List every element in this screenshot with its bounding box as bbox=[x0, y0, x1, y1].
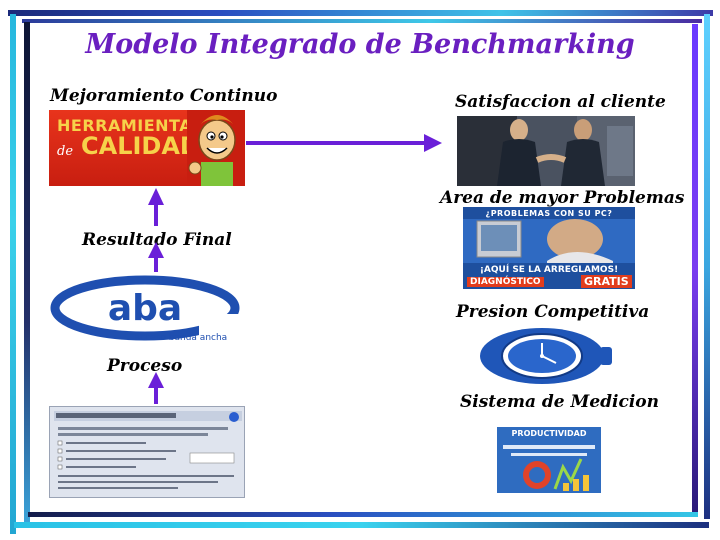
frame-bar-right-inner bbox=[692, 24, 698, 514]
problemas-diag-text: DIAGNÓSTICO bbox=[467, 277, 544, 287]
frame-bar-top-outer bbox=[8, 10, 713, 16]
herramientas-text: HERRAMIENTAS bbox=[57, 116, 205, 135]
handshake-icon bbox=[457, 116, 635, 186]
arrow-resultado-to-mejoramiento bbox=[148, 188, 164, 226]
herramientas-de-text: de bbox=[57, 144, 74, 159]
watch-icon bbox=[480, 328, 612, 384]
label-sistema-medicion: Sistema de Medicion bbox=[460, 392, 660, 412]
frame-bar-right-outer bbox=[704, 14, 710, 519]
aba-logo-text: aba bbox=[108, 288, 182, 329]
aba-tagline: acceso banda ancha bbox=[135, 333, 227, 343]
label-mejoramiento-continuo: Mejoramiento Continuo bbox=[50, 86, 278, 106]
book-graphic-icon bbox=[503, 445, 595, 491]
slide-title: Modelo Integrado de Benchmarking bbox=[85, 29, 635, 60]
label-satisfaccion-cliente: Satisfaccion al cliente bbox=[455, 92, 666, 112]
label-area-mayor-problemas: Area de mayor Problemas bbox=[440, 188, 685, 208]
frame-bar-bottom-outer bbox=[14, 522, 709, 528]
frame-bar-top-inner bbox=[22, 19, 702, 23]
problemas-pc-image: ¿PROBLEMAS CON SU PC? ¡AQUÍ SE LA ARREGL… bbox=[463, 207, 635, 289]
problemas-gratis-text: GRATIS bbox=[581, 275, 632, 288]
cartoon-character-icon bbox=[187, 110, 245, 186]
frame-bar-bottom-inner bbox=[28, 512, 698, 517]
problemas-mid-text: ¡AQUÍ SE LA ARREGLAMOS! bbox=[479, 265, 619, 275]
watch-image bbox=[476, 325, 616, 387]
label-resultado-final: Resultado Final bbox=[82, 230, 232, 250]
arrow-proceso-to-aba bbox=[148, 372, 164, 404]
frame-bar-left-inner bbox=[24, 22, 30, 522]
handshake-photo bbox=[457, 116, 635, 186]
aba-logo-icon: aba acceso banda ancha bbox=[50, 275, 245, 348]
label-presion-competitiva: Presion Competitiva bbox=[456, 302, 650, 322]
calidad-text: CALIDAD bbox=[81, 132, 200, 160]
productividad-book-image: PRODUCTIVIDAD bbox=[457, 425, 637, 495]
aba-logo-image: aba acceso banda ancha bbox=[49, 274, 245, 348]
frame-bar-left-outer bbox=[10, 14, 16, 534]
arrow-aba-to-resultado bbox=[148, 242, 164, 272]
book-title-text: PRODUCTIVIDAD bbox=[511, 429, 587, 438]
label-proceso: Proceso bbox=[107, 356, 183, 376]
arrow-mejoramiento-to-satisfaccion bbox=[246, 134, 442, 152]
problemas-top-text: ¿PROBLEMAS CON SU PC? bbox=[485, 209, 613, 218]
process-dialog-image bbox=[49, 406, 245, 498]
dialog-window-icon bbox=[50, 407, 244, 497]
herramientas-calidad-image: HERRAMIENTAS de CALIDAD bbox=[49, 110, 245, 186]
